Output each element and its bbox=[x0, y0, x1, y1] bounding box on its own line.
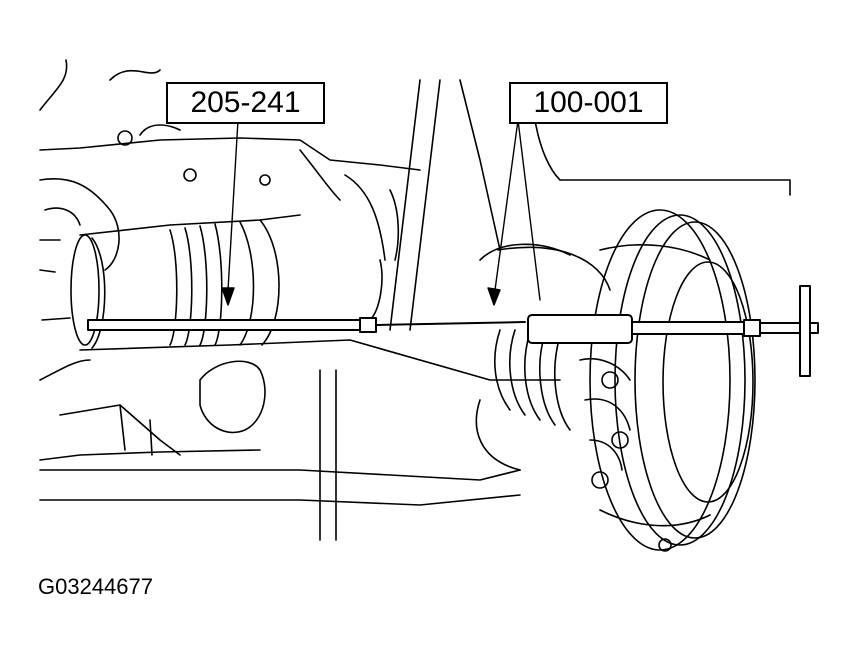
arrow-icon bbox=[487, 287, 501, 306]
callout-label-100-001: 100-001 bbox=[509, 82, 668, 124]
tool-slide-hammer-100-001 bbox=[527, 285, 819, 377]
cv-joint-boot bbox=[475, 243, 611, 471]
callout-label-205-241: 205-241 bbox=[166, 82, 325, 124]
axle-shaft bbox=[70, 214, 561, 381]
suspension-lines bbox=[59, 79, 791, 541]
callout-leaders bbox=[221, 119, 541, 306]
brake-disc bbox=[579, 209, 756, 552]
figure-id: G03244677 bbox=[38, 574, 153, 599]
arrow-icon bbox=[221, 287, 235, 306]
tool-rod-205-241 bbox=[87, 317, 526, 333]
vehicle-body-outline bbox=[39, 59, 521, 506]
